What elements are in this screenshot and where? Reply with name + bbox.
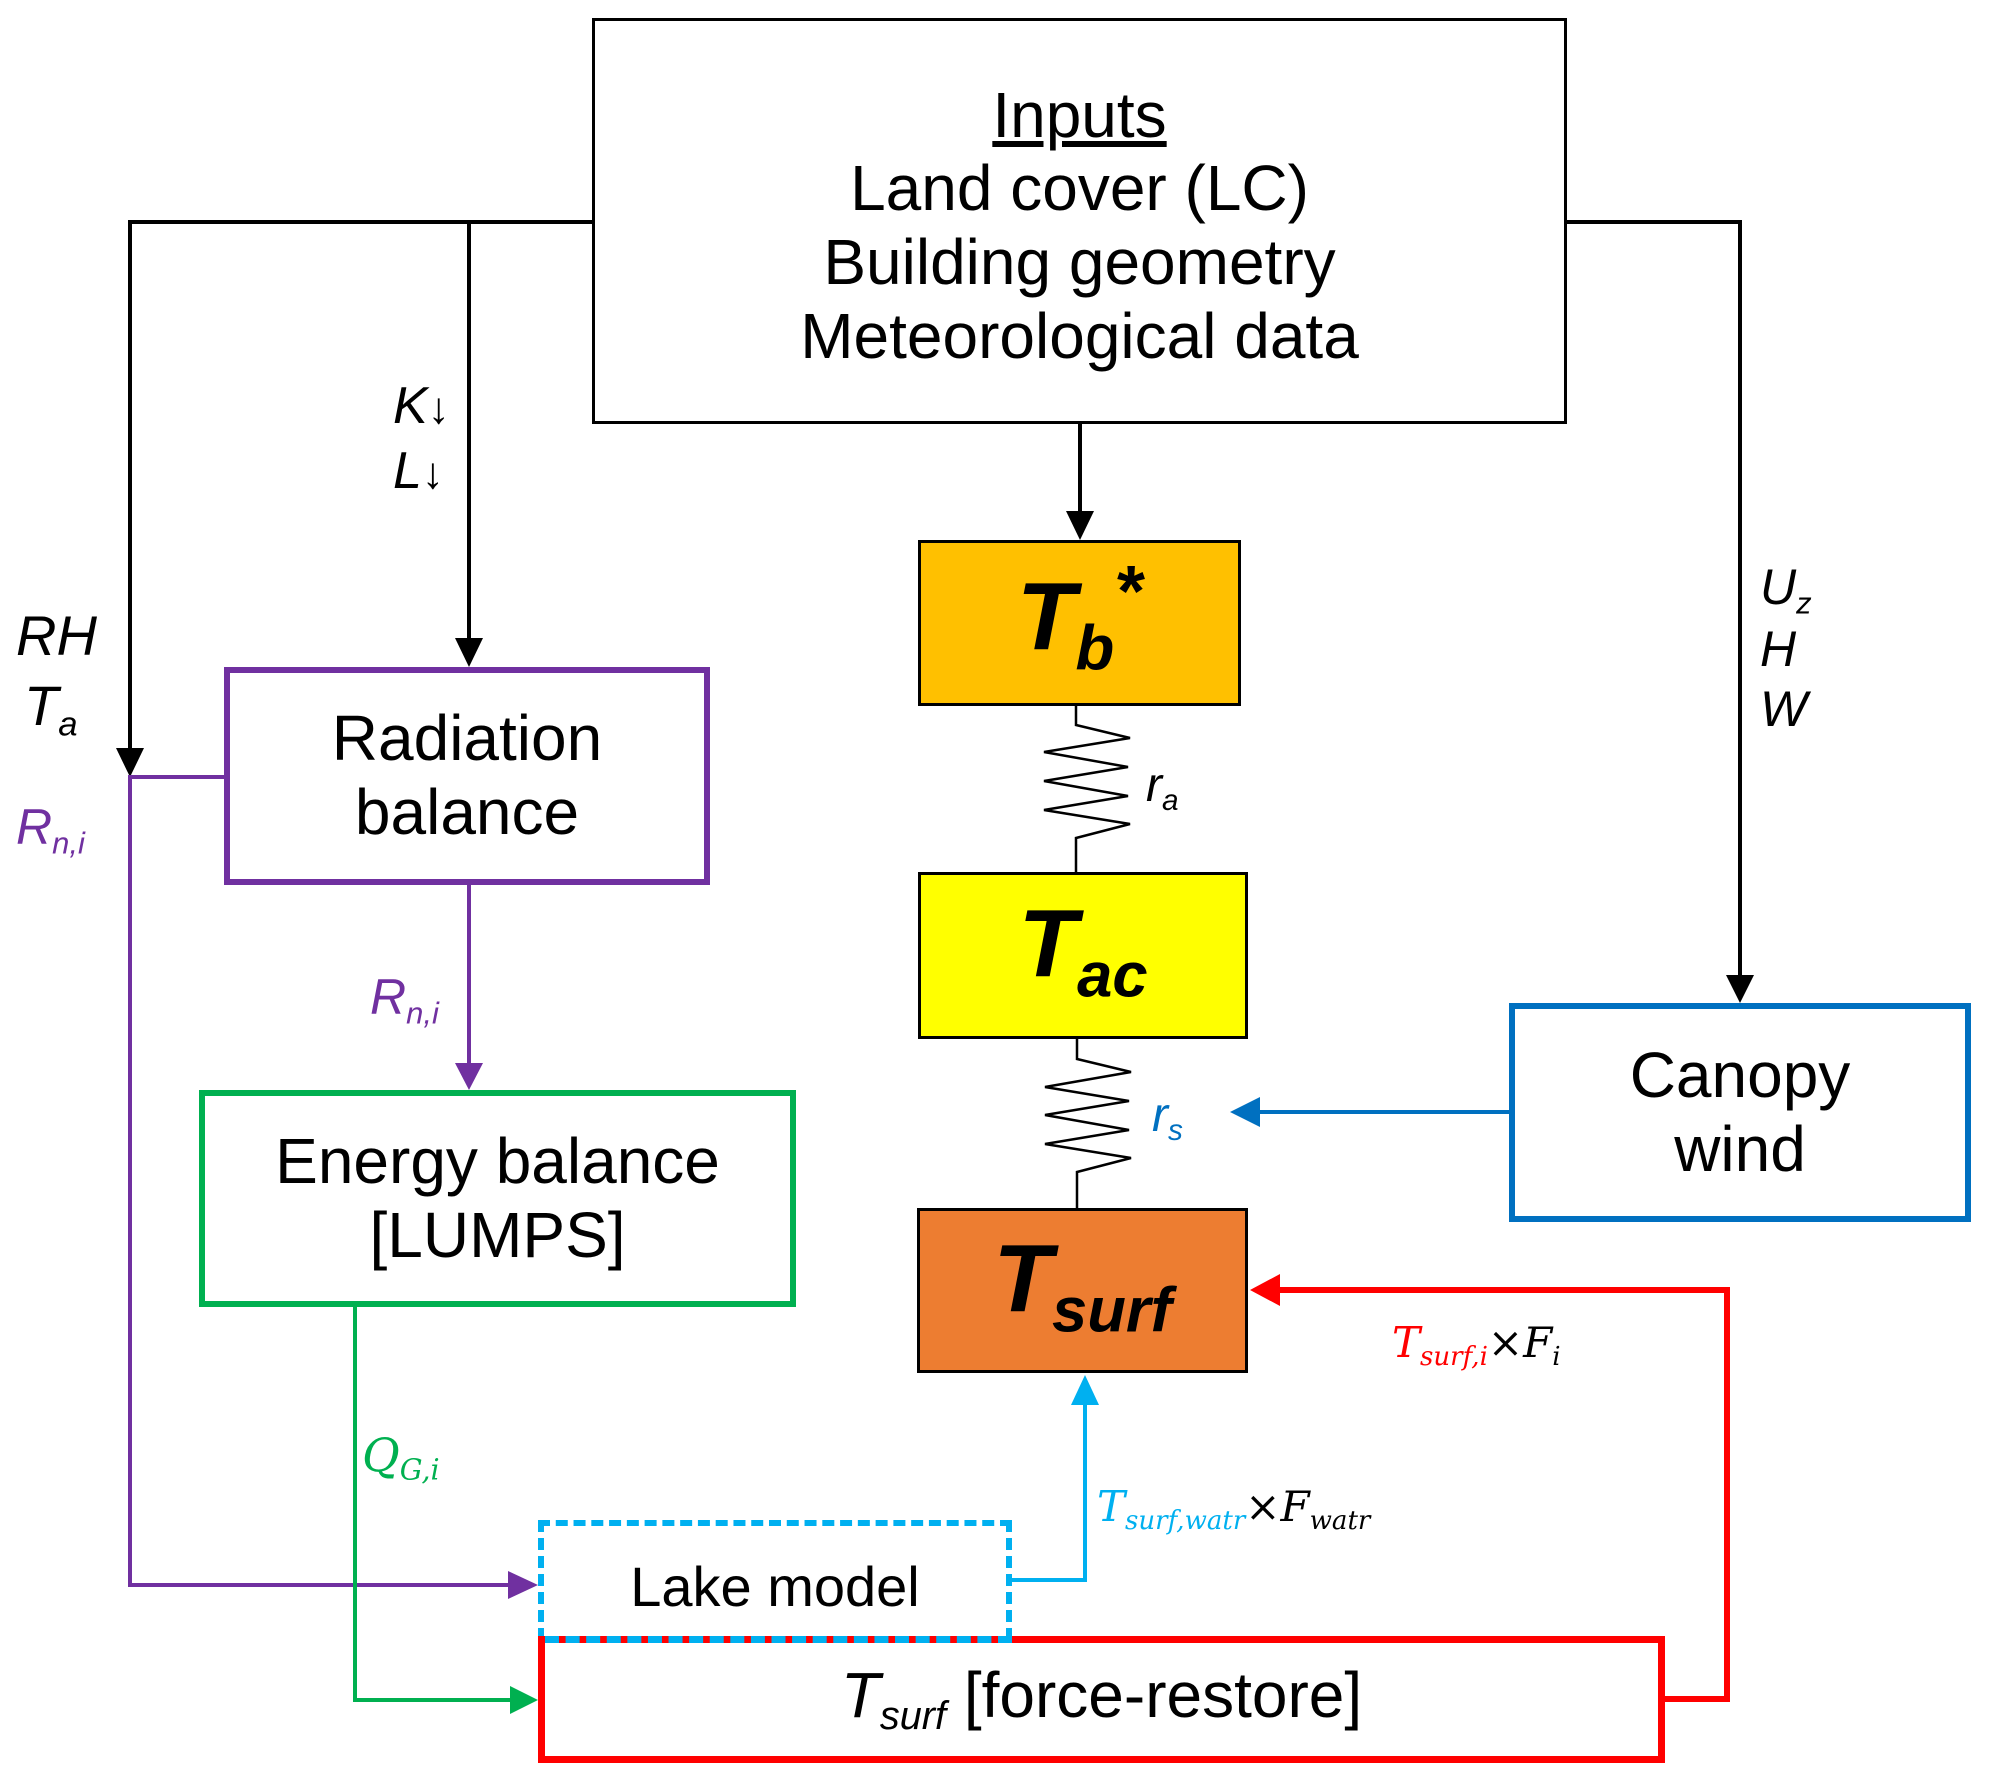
l-symbol: L xyxy=(393,442,422,500)
label-tsurf-watr: Tsurf,watr×Fwatr xyxy=(1097,1482,1371,1536)
ra-subscript: a xyxy=(1161,783,1179,817)
resistor-rs xyxy=(1044,1039,1132,1208)
label-ra: ra xyxy=(1146,759,1179,818)
tsurf-watr-term: Tsurf,watr xyxy=(1097,1482,1245,1535)
label-rn-left: Rn,i xyxy=(16,800,85,860)
tsurf-i-term: Tsurf,i xyxy=(1392,1318,1488,1371)
tb-star: * xyxy=(1114,551,1143,632)
wire-energy-to-force-restore xyxy=(353,1307,510,1702)
tb-label: Tb* xyxy=(1017,551,1142,685)
qg-symbol: Q xyxy=(362,1428,400,1482)
tsurf-i-symbol: T xyxy=(1392,1318,1421,1367)
label-rn-mid: Rn,i xyxy=(370,970,439,1030)
arrowhead-lake xyxy=(508,1571,538,1599)
arrowhead-energy xyxy=(455,1063,483,1090)
label-l-down: L↓ xyxy=(393,442,444,500)
energy-line1: Energy balance xyxy=(275,1124,720,1197)
label-w: W xyxy=(1760,681,1808,737)
tsurf-label: Tsurf xyxy=(993,1224,1171,1347)
force-restore-subscript: surf xyxy=(879,1694,947,1739)
arrowhead-tsurf-lake xyxy=(1071,1375,1099,1405)
label-rh: RH xyxy=(16,604,97,667)
wire-inputs-to-rh-ta xyxy=(128,220,592,748)
tac-symbol: T xyxy=(1018,889,1078,997)
lake-label: Lake model xyxy=(630,1554,920,1618)
arrowhead-rh-ta xyxy=(116,748,144,777)
wire-force-restore-to-tsurf xyxy=(1278,1287,1730,1702)
tsurf-i-times: × xyxy=(1487,1318,1524,1367)
tb-symbol: T xyxy=(1016,562,1076,670)
label-ta: Ta xyxy=(24,675,78,744)
rs-subscript: s xyxy=(1167,1113,1183,1147)
inputs-title: Inputs xyxy=(992,78,1167,151)
arrowhead-force-restore xyxy=(510,1686,538,1714)
tsurf-watr-times: × xyxy=(1245,1482,1281,1531)
rn-mid-symbol: R xyxy=(370,969,407,1025)
f-watr-subscript: watr xyxy=(1309,1505,1371,1536)
arrowhead-canopy xyxy=(1726,975,1754,1003)
tsurf-subscript: surf xyxy=(1051,1275,1172,1346)
rn-left-symbol: R xyxy=(16,799,53,855)
f-i-symbol: F xyxy=(1523,1318,1553,1367)
label-h: H xyxy=(1760,621,1797,677)
ta-subscript: a xyxy=(58,705,78,744)
canopy-line2: wind xyxy=(1674,1112,1806,1185)
tsurf-node-box: Tsurf xyxy=(917,1208,1248,1373)
force-restore-formula: Tsurf [force-restore] xyxy=(841,1659,1362,1740)
canopy-wind-box: Canopy wind xyxy=(1509,1003,1971,1222)
label-tsurf-i: Tsurf,i×Fi xyxy=(1392,1318,1561,1372)
wire-radiation-to-lake xyxy=(128,775,510,1587)
qg-subscript: G,i xyxy=(399,1453,440,1487)
arrowhead-rs xyxy=(1230,1097,1260,1127)
wire-lake-to-tsurf xyxy=(1012,1403,1087,1582)
inputs-box: Inputs Land cover (LC) Building geometry… xyxy=(592,18,1567,424)
tb-node-box: Tb* xyxy=(918,540,1241,706)
inputs-line-building-geometry: Building geometry xyxy=(823,226,1336,298)
lake-model-box: Lake model xyxy=(538,1520,1012,1640)
lake-force-shared-edge xyxy=(545,1636,1012,1643)
tsurf-watr-subscript: surf,watr xyxy=(1125,1505,1246,1536)
uz-subscript: z xyxy=(1796,585,1812,621)
l-arrow-icon: ↓ xyxy=(421,449,444,498)
ta-symbol: T xyxy=(24,674,59,737)
arrowhead-tsurf-force xyxy=(1250,1274,1280,1306)
k-arrow-icon: ↓ xyxy=(427,384,450,433)
uz-symbol: U xyxy=(1760,559,1797,615)
inputs-line-meteorological-data: Meteorological data xyxy=(800,299,1359,372)
arrowhead-tb xyxy=(1066,511,1094,540)
f-i-subscript: i xyxy=(1552,1341,1561,1372)
force-restore-symbol: T xyxy=(840,1659,880,1732)
label-uz: Uz xyxy=(1760,560,1812,620)
wire-inputs-to-canopy xyxy=(1567,220,1742,975)
label-k-down: K↓ xyxy=(393,377,450,435)
tsurf-symbol: T xyxy=(993,1224,1052,1332)
rs-symbol: r xyxy=(1152,1089,1168,1142)
tsurf-i-subscript: surf,i xyxy=(1420,1341,1488,1372)
canopy-line1: Canopy xyxy=(1629,1038,1851,1111)
tb-subscript: b xyxy=(1075,613,1115,684)
f-watr-symbol: F xyxy=(1280,1482,1310,1531)
force-restore-box: Tsurf [force-restore] xyxy=(538,1636,1665,1763)
resistor-ra xyxy=(1043,706,1131,872)
tac-node-box: Tac xyxy=(918,872,1248,1039)
tac-label: Tac xyxy=(1018,889,1147,1012)
inputs-line-land-cover: Land cover (LC) xyxy=(850,152,1309,225)
arrowhead-radiation xyxy=(455,638,483,667)
label-rs: rs xyxy=(1152,1089,1183,1148)
ra-symbol: r xyxy=(1146,759,1162,812)
tac-subscript: ac xyxy=(1077,940,1148,1011)
label-qg: QG,i xyxy=(362,1430,440,1486)
k-symbol: K xyxy=(393,377,428,435)
rn-left-subscript: n,i xyxy=(52,825,85,861)
energy-line2: [LUMPS] xyxy=(369,1198,626,1271)
radiation-line1: Radiation xyxy=(331,702,603,775)
rn-mid-subscript: n,i xyxy=(406,995,439,1031)
energy-balance-box: Energy balance [LUMPS] xyxy=(199,1090,796,1307)
radiation-balance-box: Radiation balance xyxy=(224,667,710,885)
tsurf-watr-symbol: T xyxy=(1097,1482,1126,1531)
force-restore-text: [force-restore] xyxy=(963,1659,1363,1732)
radiation-line2: balance xyxy=(354,776,580,848)
